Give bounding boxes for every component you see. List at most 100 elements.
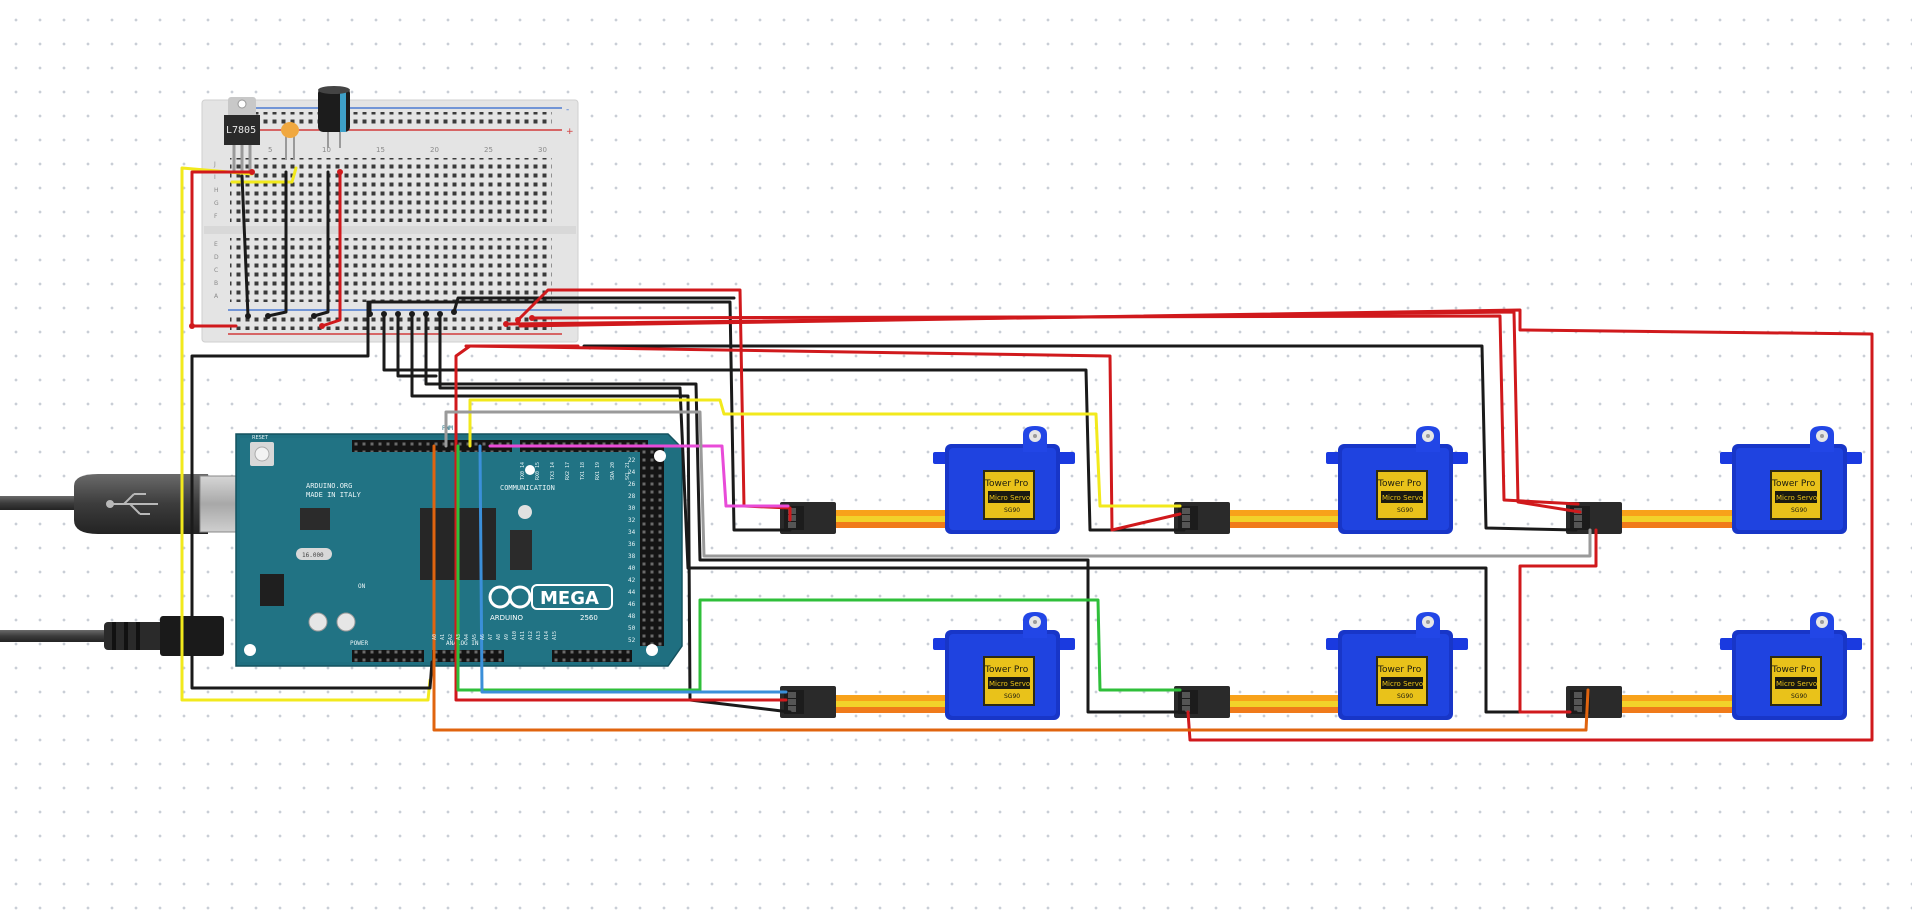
wire-green-signal[interactable] [456, 444, 1182, 692]
power-header[interactable] [352, 650, 424, 662]
column-number: 15 [376, 146, 385, 154]
arduino-mega-board[interactable]: RESET 16.000 ARDUINO.ORG MADE IN ITALY C… [235, 425, 683, 667]
digital-pin-label: 28 [628, 493, 636, 500]
breadboard: - + 5 10 15 20 25 30 J I H G F E D C B A [201, 99, 579, 343]
analog-pin-label: A14 [544, 631, 550, 640]
on-label: ON [358, 583, 366, 590]
row-letter: H [214, 187, 219, 194]
servo-5-code: SG90 [1397, 693, 1413, 700]
column-number: 5 [268, 146, 272, 154]
servo-6-model: Micro Servo [1776, 680, 1817, 688]
analog-pin-label: A5 [472, 634, 478, 640]
servo-group [780, 426, 1862, 720]
servo-3-code: SG90 [1791, 507, 1807, 514]
ceramic-capacitor[interactable] [281, 122, 299, 160]
digital-pin-label: 44 [628, 589, 636, 596]
column-number: 10 [322, 146, 331, 154]
wire-black-servo-2[interactable] [382, 312, 1186, 532]
wire-black-gnd[interactable] [190, 300, 434, 690]
usb-cable[interactable] [0, 474, 275, 534]
column-number: 20 [430, 146, 439, 154]
wire-red-servo-4[interactable] [464, 344, 1182, 532]
wire-black-servo-3[interactable] [396, 312, 438, 378]
servo-5-model: Micro Servo [1382, 680, 1423, 688]
wire-blue-signal[interactable] [478, 444, 788, 694]
usb-icon [106, 493, 158, 515]
servo-2-code: SG90 [1397, 507, 1413, 514]
servo-4-model: Micro Servo [989, 680, 1030, 688]
servo-2-brand: Tower Pro [1377, 479, 1422, 489]
digital-pin-label: 30 [628, 505, 636, 512]
digital-pin-label: 22 [628, 457, 636, 464]
analog-header-a[interactable] [432, 650, 504, 662]
wire-red-bb-2[interactable] [320, 170, 342, 328]
analog-pin-label: A0 [432, 634, 438, 640]
servo-6-code: SG90 [1791, 693, 1807, 700]
maker-line-2: MADE IN ITALY [306, 491, 362, 499]
analog-label: ANALOG IN [446, 640, 479, 647]
analog-header-b[interactable] [552, 650, 632, 662]
digital-header-top[interactable] [352, 440, 512, 452]
comm-pin-label: SDA 20 [610, 462, 616, 480]
servo-4-code: SG90 [1004, 693, 1020, 700]
wire-black-servo-1[interactable] [368, 300, 792, 532]
wire-red-servo-1[interactable] [516, 288, 792, 522]
wire-black-bb-2[interactable] [266, 170, 288, 318]
power-cable[interactable] [0, 616, 224, 656]
digital-header-side[interactable] [640, 446, 664, 646]
wire-black-rail[interactable] [452, 296, 736, 314]
servo-1-code: SG90 [1004, 507, 1020, 514]
wire-gray-signal[interactable] [444, 410, 1592, 558]
digital-pin-label: 24 [628, 469, 636, 476]
servo-6-brand: Tower Pro [1771, 665, 1816, 675]
regulator-label: L7805 [226, 125, 256, 136]
digital-pin-label: 46 [628, 601, 636, 608]
wire-black-servo-4[interactable] [410, 312, 792, 714]
analog-pin-label: A3 [456, 634, 462, 640]
servo-5-brand: Tower Pro [1377, 665, 1422, 675]
wire-yellow-vin[interactable] [180, 166, 432, 702]
digital-pin-label: 52 [628, 637, 636, 644]
analog-pin-label: A1 [440, 634, 446, 640]
analog-pin-label: A12 [528, 631, 534, 640]
wire-yellow-signal[interactable] [468, 398, 1182, 508]
wire-red-servo-6[interactable] [1518, 528, 1598, 714]
row-letter: B [214, 280, 218, 287]
wire-black-servo-5[interactable] [424, 312, 1186, 714]
servo-2-model: Micro Servo [1382, 494, 1423, 502]
model-label: 2560 [580, 614, 598, 622]
comm-pin-label: SCL 21 [625, 462, 631, 480]
wire-red-servo-5[interactable] [518, 308, 1874, 742]
row-letter: J [213, 161, 216, 168]
wire-yellow-cap[interactable] [230, 166, 298, 184]
analog-pin-label: A4 [464, 634, 470, 640]
analog-pin-label: A8 [496, 634, 502, 640]
analog-pin-label: A7 [488, 634, 494, 640]
wire-black-bb-3[interactable] [312, 170, 330, 318]
analog-pin-label: A2 [448, 634, 454, 640]
arduino-text: ARDUINO [490, 614, 523, 622]
reset-label: RESET [252, 435, 269, 441]
servo-3-brand: Tower Pro [1771, 479, 1816, 489]
servo-1-model: Micro Servo [989, 494, 1030, 502]
wires [180, 166, 1874, 742]
comm-pin-label: TX3 14 [550, 462, 556, 480]
row-letter: G [214, 200, 219, 207]
wire-orange-signal[interactable] [432, 444, 1590, 732]
wire-pink-signal[interactable] [488, 444, 790, 508]
voltage-regulator[interactable]: L7805 [224, 97, 260, 172]
wire-red-bb-1[interactable] [190, 170, 254, 328]
digital-pin-label: 36 [628, 541, 636, 548]
electrolytic-capacitor[interactable] [318, 86, 350, 148]
row-letter: I [214, 174, 216, 181]
wire-red-arduino[interactable] [454, 344, 788, 702]
analog-pin-label: A15 [552, 631, 558, 640]
wire-black-bb-1[interactable] [240, 174, 250, 318]
digital-pin-label: 50 [628, 625, 636, 632]
digital-pin-label: 42 [628, 577, 636, 584]
wire-black-servo-6[interactable] [438, 312, 1578, 714]
analog-pin-label: A6 [480, 634, 486, 640]
power-label: POWER [350, 640, 368, 647]
row-letter: D [214, 254, 219, 261]
